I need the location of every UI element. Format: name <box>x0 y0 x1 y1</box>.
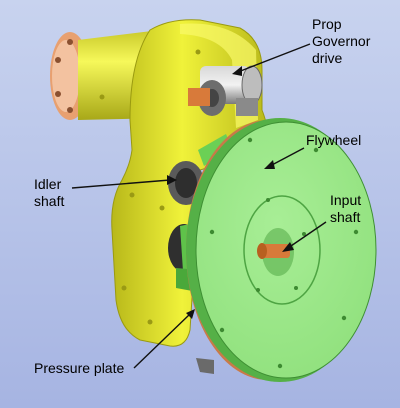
prop-governor-drive <box>188 65 263 116</box>
label-flywheel: Flywheel <box>306 132 362 148</box>
label-prop-governor-drive: Prop Governor drive <box>312 16 370 67</box>
arrow-icon <box>232 66 242 76</box>
arrow-icon <box>282 242 294 252</box>
input-shaft <box>257 243 290 259</box>
label-line: Prop <box>312 16 342 32</box>
label-line: shaft <box>34 193 65 209</box>
label-line: Input <box>330 192 362 208</box>
housing-foot <box>196 358 214 374</box>
arrow-icon <box>186 309 195 319</box>
arrow-icon <box>264 160 275 169</box>
label-idler-shaft: Idler shaft <box>34 176 64 210</box>
label-line: shaft <box>330 209 361 225</box>
arrow-icon <box>167 175 177 185</box>
label-line: drive <box>312 50 343 66</box>
label-line: Idler <box>34 176 62 192</box>
callout-arrows <box>71 43 327 369</box>
label-line: Governor <box>312 33 371 49</box>
arrow-icon <box>287 221 327 249</box>
arrow-icon <box>269 147 305 167</box>
arrow-icon <box>237 43 311 73</box>
label-pressure-plate: Pressure plate <box>34 360 125 376</box>
arrow-icon <box>71 179 171 189</box>
label-input-shaft: Input shaft <box>330 192 361 226</box>
arrow-icon <box>133 313 191 369</box>
